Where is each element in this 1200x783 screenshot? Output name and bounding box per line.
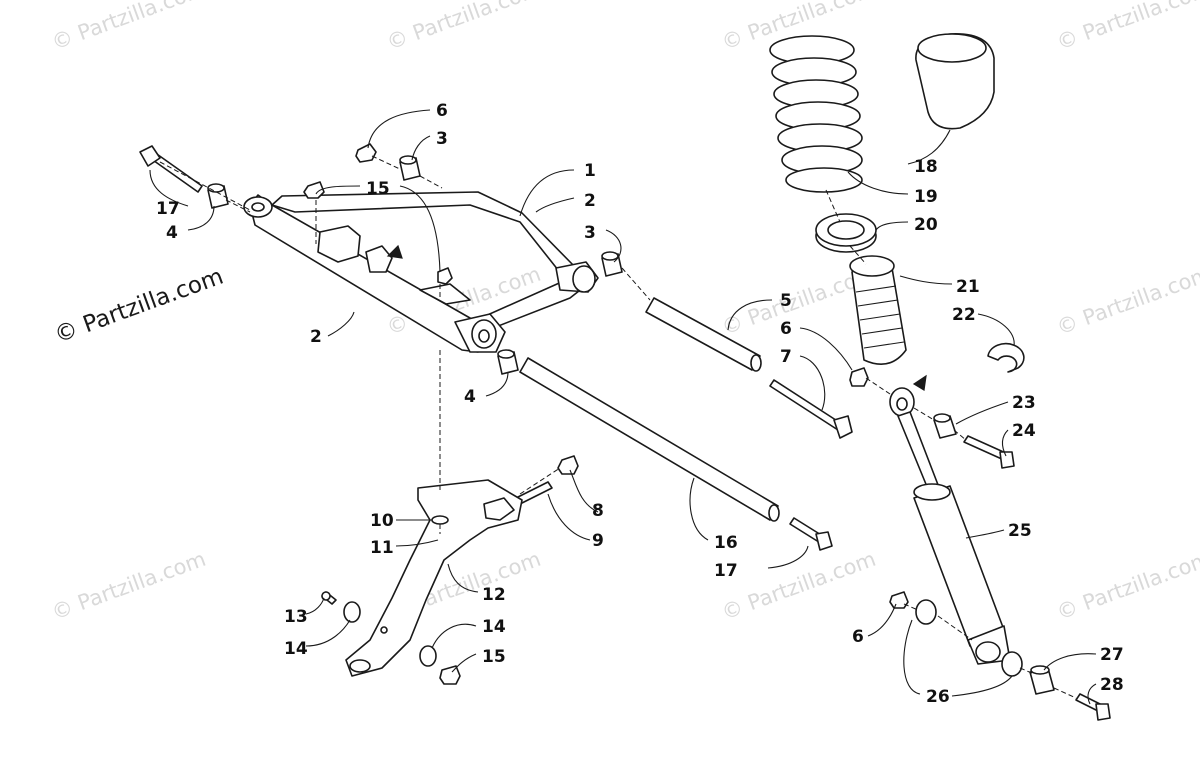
swing-arm <box>243 191 599 353</box>
callout-3: 3 <box>436 129 448 149</box>
callout-2: 2 <box>584 191 596 211</box>
callout-22: 22 <box>952 305 976 325</box>
callout-6: 6 <box>852 627 864 647</box>
callout-8: 8 <box>592 501 604 521</box>
callout-14: 14 <box>284 639 308 659</box>
washers <box>343 342 1025 667</box>
callout-17: 17 <box>156 199 180 219</box>
callout-14: 14 <box>482 617 506 637</box>
upper-shaft <box>645 297 762 372</box>
callout-4: 4 <box>166 223 178 243</box>
callout-26: 26 <box>926 687 950 707</box>
callout-27: 27 <box>1100 645 1124 665</box>
callout-3: 3 <box>584 223 596 243</box>
callout-5: 5 <box>780 291 792 311</box>
callout-7: 7 <box>780 347 792 367</box>
callout-1: 1 <box>584 161 596 181</box>
callout-9: 9 <box>592 531 604 551</box>
boot <box>849 255 907 366</box>
bracket <box>345 479 523 677</box>
callout-10: 10 <box>370 511 394 531</box>
callout-16: 16 <box>714 533 738 553</box>
callout-13: 13 <box>284 607 308 627</box>
callout-20: 20 <box>914 215 938 235</box>
shock-absorber <box>889 374 1011 665</box>
watermark: © Partzilla.com <box>49 547 209 625</box>
callout-6: 6 <box>780 319 792 339</box>
callout-25: 25 <box>1008 521 1032 541</box>
watermark: © Partzilla.com <box>1054 0 1200 55</box>
callout-11: 11 <box>370 538 394 558</box>
callout-4: 4 <box>464 387 476 407</box>
brand-label: © Partzilla.com <box>51 263 227 348</box>
watermark: © Partzilla.com <box>1054 547 1200 625</box>
callout-28: 28 <box>1100 675 1124 695</box>
leader-lines <box>149 109 1097 705</box>
callout-18: 18 <box>914 157 938 177</box>
callout-19: 19 <box>914 187 938 207</box>
bumper-cap <box>915 33 995 130</box>
callout-17: 17 <box>714 561 738 581</box>
callout-6: 6 <box>436 101 448 121</box>
spring <box>769 35 863 193</box>
callout-labels: 1 2 3 2 3 4 4 5 6 6 7 8 9 10 11 12 13 14… <box>156 101 1124 707</box>
callout-15: 15 <box>482 647 506 667</box>
callout-23: 23 <box>1012 393 1036 413</box>
watermark: © Partzilla.com <box>1054 262 1200 340</box>
watermark: © Partzilla.com <box>49 0 209 55</box>
spring-retainer <box>815 213 877 253</box>
nuts <box>303 143 909 685</box>
callout-21: 21 <box>956 277 980 297</box>
callout-2: 2 <box>310 327 322 347</box>
guide-lines <box>159 155 1077 699</box>
callout-15: 15 <box>366 179 390 199</box>
callout-12: 12 <box>482 585 506 605</box>
lower-shaft <box>519 357 780 522</box>
watermark: © Partzilla.com <box>384 0 544 55</box>
callout-24: 24 <box>1012 421 1036 441</box>
shock-bushings <box>915 599 1023 677</box>
